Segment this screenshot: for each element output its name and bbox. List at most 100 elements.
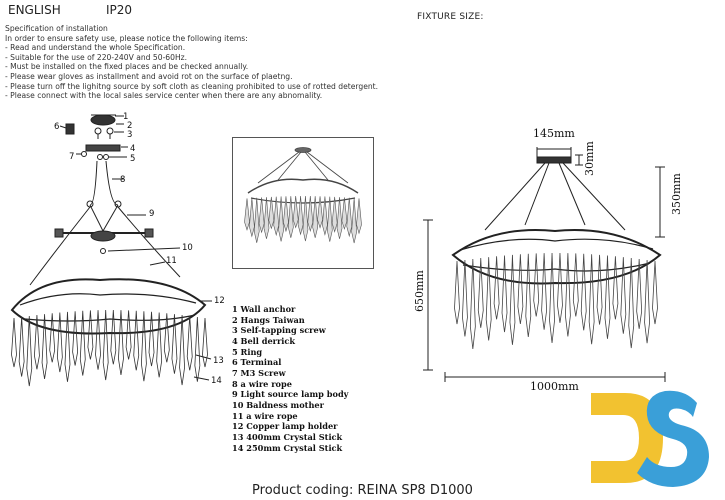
crystal-drop [331, 196, 338, 233]
callout-3: 3 [127, 130, 133, 140]
crystal-drop [346, 197, 353, 238]
chandelier-thumbnail [244, 147, 362, 244]
crystal-drop [493, 256, 500, 320]
crystal-drop [501, 255, 508, 333]
crystal-drop [49, 313, 56, 363]
instruction-line: - Suitable for the use of 220-240V and 5… [5, 52, 188, 62]
crystal-drop [620, 257, 627, 334]
crystal-drop [278, 196, 284, 242]
legend-item: 6 Terminal [232, 357, 282, 368]
crystal-drop [336, 197, 343, 239]
callout-14: 14 [211, 376, 222, 386]
crystal-drop [652, 260, 658, 325]
crystal-drop [79, 310, 86, 376]
installation-instructions: Specification of installation In order t… [5, 24, 378, 101]
crystal-drop [326, 196, 333, 242]
crystal-drop [588, 254, 595, 345]
callout-1: 1 [123, 112, 129, 122]
crystal-drop [549, 253, 555, 344]
legend-item: 13 400mm Crystal Stick [232, 431, 343, 442]
crystal-drop [572, 253, 579, 317]
callout-12: 12 [214, 296, 225, 306]
legend-item: 4 Bell derrick [232, 335, 296, 346]
crystal-drop [186, 315, 193, 371]
crystal-drop [253, 197, 260, 243]
crystal-drop [454, 260, 460, 325]
crystal-drop [156, 312, 163, 378]
callout-6: 6 [54, 122, 60, 132]
crystal-drop [56, 312, 63, 373]
crystal-drop [288, 196, 294, 238]
crystal-drop [26, 315, 33, 387]
crystal-drop [263, 197, 270, 239]
callout-4: 4 [130, 144, 136, 154]
language-label: ENGLISH [8, 3, 61, 17]
crystal-drop [171, 314, 178, 374]
crystal-drop [580, 253, 587, 331]
callout-11: 11 [166, 256, 177, 266]
dim-body-height: 650mm [413, 270, 426, 312]
crystal-drop [525, 253, 532, 338]
crystal-drop [140, 311, 147, 382]
crystal-drop [72, 311, 79, 366]
crystal-drop [133, 310, 140, 371]
crystal-drop [34, 315, 40, 370]
product-coding: Product coding: REINA SP8 D1000 [252, 483, 473, 498]
legend-item: 9 Light source lamp body [232, 389, 349, 400]
crystal-drop [41, 314, 48, 379]
crystal-drop [356, 198, 362, 235]
crystal-drop [148, 311, 155, 367]
crystal-drop [469, 258, 476, 350]
callout-5: 5 [130, 154, 136, 164]
crystal-drop [95, 310, 101, 370]
crystal-drop [18, 316, 25, 377]
crystal-drop [541, 253, 548, 330]
callout-8: 8 [120, 175, 126, 185]
crystal-drop [628, 258, 635, 349]
fixture-size-drawing [423, 147, 666, 382]
crystal-drop [202, 317, 208, 368]
crystal-drop [564, 253, 571, 337]
crystal-drop [268, 196, 275, 230]
legend-item: 8 a wire rope [232, 378, 292, 389]
ip-rating: IP20 [106, 3, 133, 17]
crystal-drop [179, 315, 185, 386]
legend-item: 5 Ring [232, 346, 263, 357]
crystal-drop [258, 197, 265, 234]
crystal-drop [317, 196, 323, 229]
instruction-line: - Please turn off the lighitng source by… [5, 81, 379, 91]
crystal-drop [462, 259, 468, 337]
fixture-size-label: FIXTURE SIZE: [417, 12, 484, 22]
crystal-drop [125, 310, 132, 360]
crystal-drop [102, 309, 109, 381]
callout-10: 10 [182, 243, 193, 253]
crystal-drop [292, 196, 299, 229]
crystal-drop [249, 198, 255, 238]
crystal-drop [644, 259, 650, 344]
crystal-drop [194, 316, 201, 382]
crystal-drop [533, 253, 540, 317]
crystal-drop [341, 197, 348, 230]
dim-diameter: 1000mm [530, 380, 579, 393]
crystal-drop [351, 198, 357, 244]
crystal-drop [517, 254, 524, 325]
instructions-title: Specification of installation [5, 24, 108, 33]
exploded-diagram [10, 114, 212, 387]
crystal-drop [110, 309, 117, 365]
legend-item: 11 a wire rope [232, 410, 298, 421]
dim-drop-height: 350mm [670, 173, 683, 215]
crystal-drop [596, 254, 603, 325]
logo-s-shape [637, 390, 709, 487]
crystal-drop [322, 196, 328, 236]
crystal-drop [244, 198, 250, 231]
instruction-line: - Must be installed on the fixed places … [5, 62, 249, 72]
product-photo-frame [232, 137, 374, 269]
crystal-drop [118, 310, 124, 375]
legend-item: 14 250mm Crystal Stick [232, 442, 343, 453]
instruction-line: - Please wear gloves as installment and … [5, 71, 293, 81]
crystal-drop [273, 196, 280, 237]
legend-item: 2 Hangs Taiwan [232, 314, 305, 325]
crystal-drop [477, 258, 484, 328]
parts-legend: 1 Wall anchor 2 Hangs Taiwan 3 Self-tapp… [232, 304, 348, 453]
crystal-drop [87, 310, 94, 360]
